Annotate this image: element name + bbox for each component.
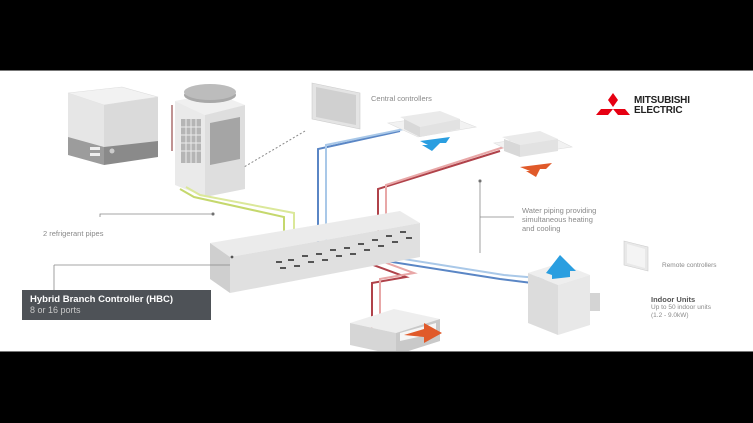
water-piping-line1: Water piping providing: [522, 206, 597, 215]
indoor-units-count: Up to 50 indoor units: [651, 304, 711, 311]
refrigerant-pipes: [179, 186, 295, 243]
brand-name-line2: ELECTRIC: [634, 105, 683, 116]
central-controllers-label: Central controllers: [371, 94, 432, 103]
central-controller-device: [243, 82, 361, 168]
heating-arrow-icon: [404, 323, 442, 343]
water-piping-line2: simultaneous heating: [522, 215, 593, 224]
outdoor-unit-vrf: [171, 84, 245, 197]
indoor-unit-cassette-heating: [493, 131, 573, 177]
outdoor-unit-compact: [67, 86, 159, 165]
remote-controller-device: [623, 240, 649, 272]
cooling-arrow-icon: [420, 137, 450, 151]
hbc-title: Hybrid Branch Controller (HBC): [30, 294, 174, 305]
cooling-up-arrow-icon: [546, 255, 576, 279]
leader-lines: [53, 179, 514, 290]
indoor-units-title: Indoor Units: [651, 295, 696, 304]
indoor-units-label: Indoor Units Up to 50 indoor units (1.2 …: [651, 295, 711, 320]
indoor-unit-floor-cooling: [528, 255, 600, 335]
indoor-unit-ducted-heating: [350, 309, 442, 351]
mitsubishi-electric-logo: MITSUBISHI ELECTRIC: [596, 93, 690, 119]
water-piping-label: Water piping providing simultaneous heat…: [522, 206, 596, 233]
brand-name-line1: MITSUBISHI: [634, 95, 690, 106]
refrigerant-pipes-label: 2 refrigerant pipes: [43, 229, 104, 238]
remote-controllers-label: Remote controllers: [662, 262, 717, 269]
hybrid-branch-controller-unit: [210, 211, 420, 293]
three-diamonds-icon: [596, 93, 630, 115]
water-piping-line3: and cooling: [522, 224, 561, 233]
hvac-system-diagram: [53, 82, 649, 351]
heating-arrow-icon: [520, 163, 552, 177]
indoor-units-capacity: (1.2 - 9.0kW): [651, 312, 689, 319]
indoor-unit-cassette-cooling: [386, 111, 478, 151]
hbc-subtitle: 8 or 16 ports: [30, 305, 81, 315]
diagram-canvas: MITSUBISHI ELECTRIC Central controllers …: [0, 70, 753, 352]
hbc-callout-box: Hybrid Branch Controller (HBC) 8 or 16 p…: [22, 290, 211, 320]
